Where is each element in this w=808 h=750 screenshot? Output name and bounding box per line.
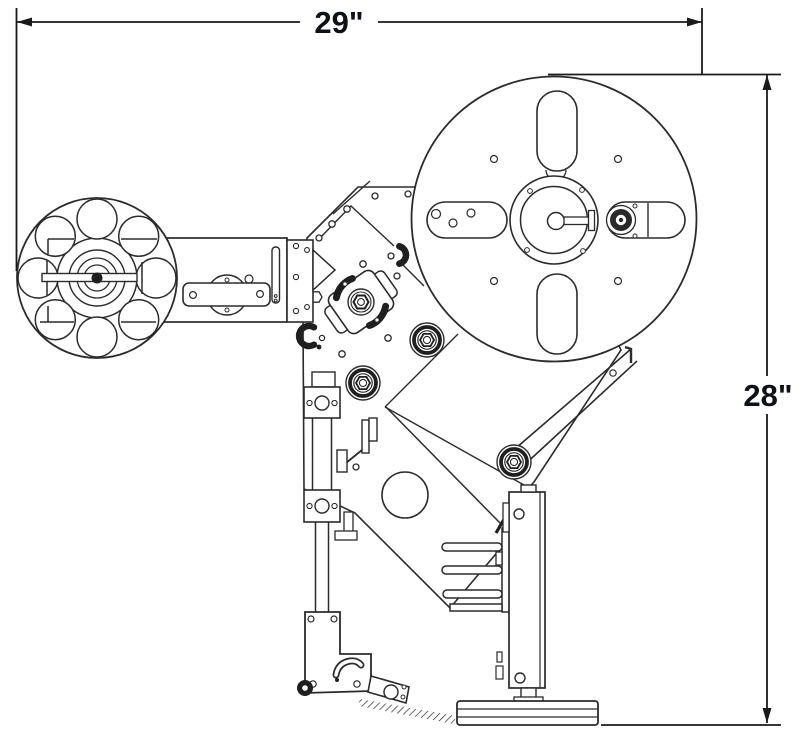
frame-plate-inner-edges [317, 180, 525, 486]
arm-end-plate [286, 239, 314, 323]
idler-bearing-upper [408, 321, 446, 359]
reel-hub-dots [524, 187, 586, 254]
edge-roller-dark-arc [295, 322, 318, 350]
web-path-line [385, 406, 502, 525]
brake-dark-arc-nw [332, 275, 356, 302]
upper-roller-dot [387, 252, 395, 260]
unwind-reel [410, 75, 698, 363]
link-bar [367, 674, 410, 705]
peel-plate-prongs [441, 542, 503, 612]
reel-slot-left [426, 201, 508, 239]
width-dimension-label: 29" [314, 5, 363, 40]
upper-roller-dark-arc [396, 243, 410, 267]
sensor-flag [336, 417, 378, 473]
wheel-shaft [41, 272, 138, 283]
arrow-down [762, 708, 772, 723]
reel-knob [605, 203, 638, 239]
fitting-t [334, 511, 358, 541]
brake-dark-arc-se [366, 302, 390, 329]
dancer-roller [495, 443, 533, 481]
base-plate [456, 700, 599, 726]
edge-roller-dot [316, 344, 322, 350]
arrow-left [17, 17, 32, 27]
pneumatic-cylinder [303, 371, 358, 612]
arm-slot-bar [271, 246, 281, 304]
pivot-bracket [297, 611, 372, 696]
tension-brake [324, 269, 398, 335]
width-dimension: 29" [15, 5, 703, 271]
dancer-arm [508, 345, 638, 469]
rewind-wheel [16, 197, 178, 359]
frame-bolt-dots [315, 190, 412, 471]
height-dimension: 28" [548, 73, 797, 726]
arm-clamp-bar [182, 282, 271, 307]
arrow-right [687, 17, 702, 27]
wheel-holes [17, 198, 177, 358]
arm-mount-notch [312, 248, 337, 292]
wheel-hub-center [91, 272, 103, 284]
height-dimension-label: 28" [743, 378, 792, 413]
reel-key [563, 216, 591, 226]
reel-slot-top [536, 90, 578, 172]
applicator-column [441, 484, 546, 703]
reel-slot-bottom [536, 273, 578, 355]
idler-bearing-lower [344, 364, 382, 402]
reel-slot-left-dots [430, 208, 476, 228]
arrow-up [762, 75, 772, 90]
dancer-arm-cap [624, 345, 633, 363]
dancer-arm-dot [609, 369, 617, 377]
frame-plate-hole [381, 471, 429, 519]
reel-shaft-center [546, 211, 566, 231]
reel-corner-dots [489, 154, 623, 286]
web-hatch [358, 699, 456, 724]
